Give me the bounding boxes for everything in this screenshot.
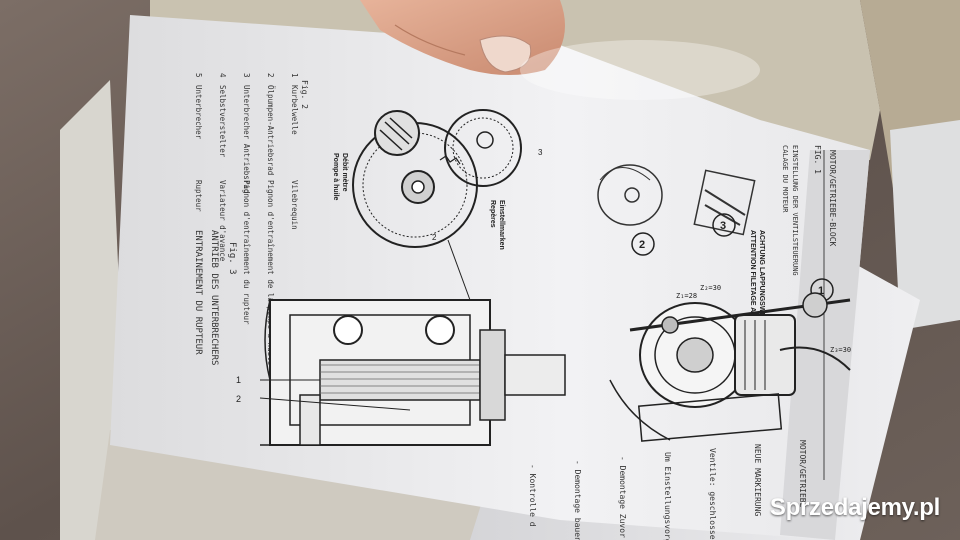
fig3-title-fr-wrap: ENTRAINEMENT DU RUPTEUR xyxy=(193,230,203,355)
fig1-title-de: EINSTELLUNG DER VENTILSTEUERUNG xyxy=(791,145,799,276)
legend-row-fr: Variateur d'avance xyxy=(218,180,227,262)
fig2-num-2: 2 xyxy=(432,233,437,242)
right-page-line-text: MOTOR/GETRIEBE xyxy=(798,440,807,508)
fig1-callout-fr: ATTENTION FILETAGE A GAUCHE xyxy=(749,230,756,345)
right-page-line: - Demontage Zuvor xyxy=(618,456,627,538)
legend-row-de: Unterbrecher Antriebsrad xyxy=(242,85,251,193)
right-page-line-text: - Demontage bauen xyxy=(573,460,582,540)
legend-row-de: Ölpumpen-Antriebsrad xyxy=(266,85,275,175)
fig1-title-fr: CALAGE DU MOTEUR xyxy=(781,145,789,213)
fig3-title-de: ANTRIEB DES UNTERBRECHERS xyxy=(209,230,219,365)
white-paper-right xyxy=(890,120,960,330)
right-page-line-text: NEUE MARKIERUNG xyxy=(753,444,762,516)
legend-row-de: Selbstverstelter xyxy=(218,85,227,158)
legend-row-number: 5 xyxy=(194,73,203,78)
fig2-gear-diagram xyxy=(352,109,522,301)
fig3-num-1: 1 xyxy=(236,375,241,385)
fig3-title-de-wrap: ANTRIEB DES UNTERBRECHERS xyxy=(209,230,219,365)
fig2-pump-fr-1: Débit mètre xyxy=(341,153,348,192)
z-label-3: Z₃=30 xyxy=(830,346,851,354)
z-label-2: Z₂=30 xyxy=(700,284,721,292)
fig1-marker-3: 3 xyxy=(720,220,726,232)
legend-row-number: 1 xyxy=(290,73,299,78)
right-page-line-text: - Kontrolle d xyxy=(528,464,537,527)
right-page-line: Um Einstellungsvorgang xyxy=(663,452,672,540)
fig2-num-3: 3 xyxy=(538,148,543,157)
page-fold-shadow xyxy=(780,150,870,540)
fig2-marks-de: Einstellmarken xyxy=(498,200,505,250)
fig1-header: MOTOR/GETRIEBE-BLOCK xyxy=(823,150,837,480)
fig1-callout-de: ACHTUNG LAPPUNGSWINKEL xyxy=(758,230,765,334)
fig1-marker-2: 2 xyxy=(639,239,645,251)
right-page-text: MOTOR/GETRIEBE NEUE MARKIERUNG Ventile: ge… xyxy=(528,440,807,540)
right-page-line: NEUE MARKIERUNG xyxy=(753,444,762,516)
right-page-line-text: Um Einstellungsvorgang xyxy=(663,452,672,540)
fig2-label: Fig. 2 xyxy=(300,80,309,109)
fig3-num-2: 2 xyxy=(236,394,241,404)
hand xyxy=(360,0,565,75)
fig2-pump-label: Débit mètre Pompe à huile xyxy=(332,153,348,201)
right-page-line: Ventile: geschlossen xyxy=(708,448,717,540)
engine-crank-illustration: Z₁=28 Z₂=30 Z₃=30 xyxy=(609,284,851,442)
fig3-label: Fig. 3 xyxy=(227,242,237,275)
fig2-marks-label: Einstellmarken Repères xyxy=(489,200,505,250)
right-page-line-text: Ventile: geschlossen xyxy=(708,448,717,540)
right-page-line: MOTOR/GETRIEBE xyxy=(798,440,807,508)
legend-row-de: Kurbelwelle xyxy=(290,85,299,135)
fig2-marks-fr: Repères xyxy=(489,200,496,228)
site-watermark: Sprzedajemy.pl xyxy=(769,494,940,521)
z-label-1: Z₁=28 xyxy=(676,292,697,300)
legend-row-number: 4 xyxy=(218,73,227,78)
right-page-line-text: - Demontage Zuvor xyxy=(618,456,627,538)
legend-row-fr: Pignon d'entraînement de la pompe à huil… xyxy=(266,180,275,366)
running-title: MOTOR/GETRIEBE-BLOCK xyxy=(828,150,837,247)
legend-row-de: Unterbrecher xyxy=(194,85,203,140)
fig1-label: FIG. 1 xyxy=(813,145,822,174)
legend-row-number: 2 xyxy=(266,73,275,78)
legend-row-fr: Rupteur xyxy=(194,180,203,212)
fig2-legend: Fig. 2 xyxy=(300,80,309,109)
fig3-drawing xyxy=(259,299,566,446)
legend-row-fr: Pignon d'entraînement du rupteur xyxy=(242,180,251,325)
fig1-callouts: ACHTUNG LAPPUNGSWINKEL ATTENTION FILETAG… xyxy=(749,230,765,345)
fig1-marker-1: 1 xyxy=(818,285,824,297)
fig1-titles: FIG. 1 EINSTELLUNG DER VENTILSTEUERUNG C… xyxy=(781,145,822,276)
page-glare xyxy=(520,40,760,100)
right-page-line: - Demontage bauen xyxy=(573,460,582,540)
thumbnail xyxy=(479,35,532,73)
legend-row-number: 3 xyxy=(242,73,251,78)
legend-row-fr: Vilebrequin xyxy=(290,180,299,230)
right-page-line: - Kontrolle d xyxy=(528,464,537,527)
fig2-pump-fr-2: Pompe à huile xyxy=(332,153,339,201)
fig3-title-fr: ENTRAINEMENT DU RUPTEUR xyxy=(193,230,203,355)
fig3-titles: Fig. 3 xyxy=(227,242,237,275)
